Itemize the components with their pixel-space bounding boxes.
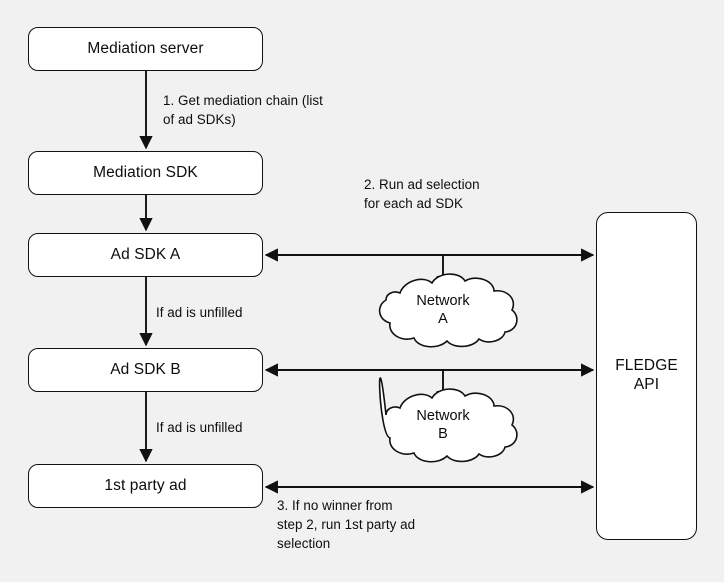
node-ad-sdk-b[interactable]: Ad SDK B [28, 348, 263, 392]
note-unfilled-a: If ad is unfilled [156, 305, 243, 320]
node-mediation-server-label: Mediation server [87, 39, 204, 57]
node-first-party-ad[interactable]: 1st party ad [28, 464, 263, 508]
node-mediation-server[interactable]: Mediation server [28, 27, 263, 71]
node-ad-sdk-a[interactable]: Ad SDK A [28, 233, 263, 277]
note-unfilled-b: If ad is unfilled [156, 420, 243, 435]
node-mediation-sdk-label: Mediation SDK [93, 163, 198, 181]
note-step-1: 1. Get mediation chain (list of ad SDKs) [163, 93, 323, 128]
node-fledge-api-label-line2: API [633, 376, 660, 393]
note-step-2: 2. Run ad selection for each ad SDK [364, 177, 480, 212]
node-fledge-api-label-line1: FLEDGE [615, 357, 678, 375]
node-mediation-sdk[interactable]: Mediation SDK [28, 151, 263, 195]
node-first-party-ad-label: 1st party ad [104, 476, 187, 494]
note-step-3: 3. If no winner from step 2, run 1st par… [277, 498, 416, 552]
network-b-cloud-shape [378, 377, 518, 463]
node-ad-sdk-b-label: Ad SDK B [110, 360, 181, 378]
node-ad-sdk-a-label: Ad SDK A [110, 245, 181, 263]
network-a-cloud-shape [378, 273, 518, 348]
node-fledge-api[interactable]: FLEDGE API [596, 212, 697, 540]
